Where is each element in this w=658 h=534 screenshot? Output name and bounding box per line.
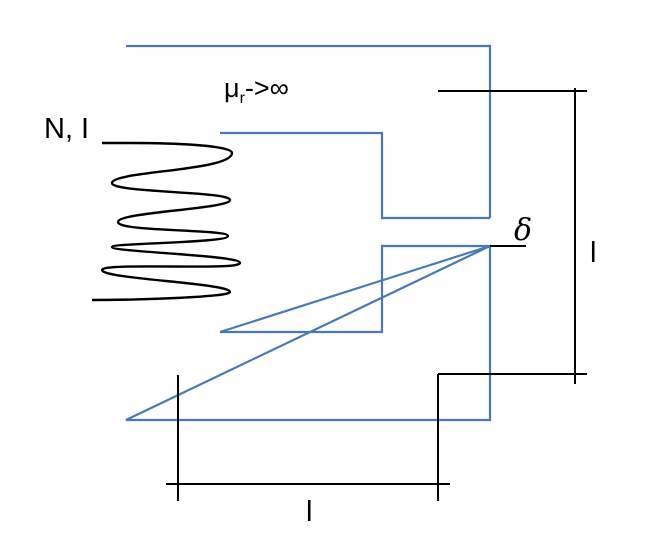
core-outline (125, 44, 492, 422)
permeability-mu: μ (224, 73, 240, 103)
permeability-label: μr->∞ (224, 73, 289, 107)
coil-label: N, I (44, 113, 89, 145)
permeability-subscript: r (240, 90, 246, 107)
permeability-arrow-infinity: ->∞ (245, 73, 289, 103)
core-window (219, 131, 491, 334)
length-vertical-label: l (590, 237, 596, 269)
length-horizontal-label: l (306, 496, 312, 528)
gap-label: δ (514, 213, 532, 248)
coil-winding (91, 141, 242, 302)
